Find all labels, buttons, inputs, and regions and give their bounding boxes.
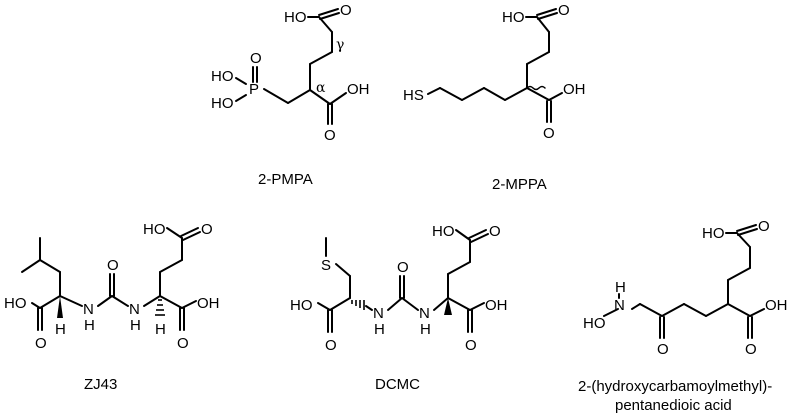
molecule-zj43: HO O H N H O N H H OH O HO O [4, 221, 220, 352]
zj43-nh-left-h: H [84, 317, 95, 334]
mppa-hs: HS [403, 87, 424, 104]
mppa-top-ho: HO [502, 9, 525, 26]
caption-hcmpa-line1: 2-(hydroxycarbamoylmethyl)- [578, 378, 772, 395]
hcmpa-n: N [614, 297, 625, 314]
hcmpa-ho: HO [583, 315, 606, 332]
dcmc-s: S [321, 257, 331, 274]
zj43-top-ho: HO [143, 221, 166, 238]
dcmc-nh-right-n: N [419, 305, 430, 322]
zj43-top-o: O [201, 221, 213, 238]
dcmc-bottom-o: O [465, 337, 477, 354]
dcmc-top-ho: HO [432, 223, 455, 240]
hcmpa-bottom-o: O [745, 341, 757, 358]
zj43-oh: OH [197, 295, 220, 312]
caption-zj43: ZJ43 [84, 376, 117, 393]
dcmc-nh-right-h: H [420, 321, 431, 338]
molecule-2-pmpa: HO O γ α OH O P O HO HO [211, 2, 370, 144]
zj43-nh-left-n: N [83, 301, 94, 318]
pmpa-gamma-label: γ [336, 37, 344, 53]
molecule-hcmpa: HO O OH O O N H HO [583, 218, 788, 358]
pmpa-bottom-o: O [324, 127, 336, 144]
mppa-oh: OH [563, 81, 586, 98]
molecule-2-mppa: HO O OH O HS [403, 2, 586, 142]
pmpa-p-o: O [250, 50, 262, 67]
zj43-nh-right-n: N [129, 301, 140, 318]
dcmc-left-ho: HO [290, 297, 313, 314]
caption-hcmpa-line2: pentanedioic acid [615, 397, 732, 414]
dcmc-urea-o: O [397, 259, 409, 276]
pmpa-top-ho: HO [284, 9, 307, 26]
pmpa-alpha-label: α [316, 80, 326, 96]
caption-dcmc: DCMC [375, 376, 420, 393]
molecule-dcmc: S HO O N H O N H OH O HO O [290, 223, 508, 354]
pmpa-p-ho-upper: HO [211, 68, 234, 85]
hcmpa-top-ho: HO [702, 225, 725, 242]
pmpa-oh: OH [347, 81, 370, 98]
zj43-left-o: O [35, 335, 47, 352]
hcmpa-h: H [615, 279, 626, 296]
hcmpa-top-o: O [758, 218, 770, 235]
hcmpa-amide-o: O [657, 341, 669, 358]
mppa-top-o: O [558, 2, 570, 19]
zj43-left-h: H [55, 321, 66, 338]
zj43-nh-right-h: H [130, 317, 141, 334]
zj43-bottom-o: O [177, 335, 189, 352]
dcmc-nh-left-n: N [373, 305, 384, 322]
zj43-left-ho: HO [4, 295, 27, 312]
pmpa-top-o: O [340, 2, 352, 19]
pmpa-p: P [249, 81, 259, 98]
hcmpa-oh: OH [765, 297, 788, 314]
dcmc-top-o: O [489, 223, 501, 240]
mppa-bottom-o: O [543, 125, 555, 142]
zj43-urea-o: O [107, 257, 119, 274]
zj43-right-h: H [155, 321, 166, 338]
caption-2-pmpa: 2-PMPA [258, 171, 313, 188]
dcmc-oh: OH [485, 297, 508, 314]
dcmc-nh-left-h: H [374, 321, 385, 338]
dcmc-left-o: O [325, 337, 337, 354]
pmpa-p-ho-lower: HO [211, 95, 234, 112]
caption-2-mppa: 2-MPPA [492, 176, 547, 193]
dcmc-stereo-wedge [444, 298, 452, 315]
